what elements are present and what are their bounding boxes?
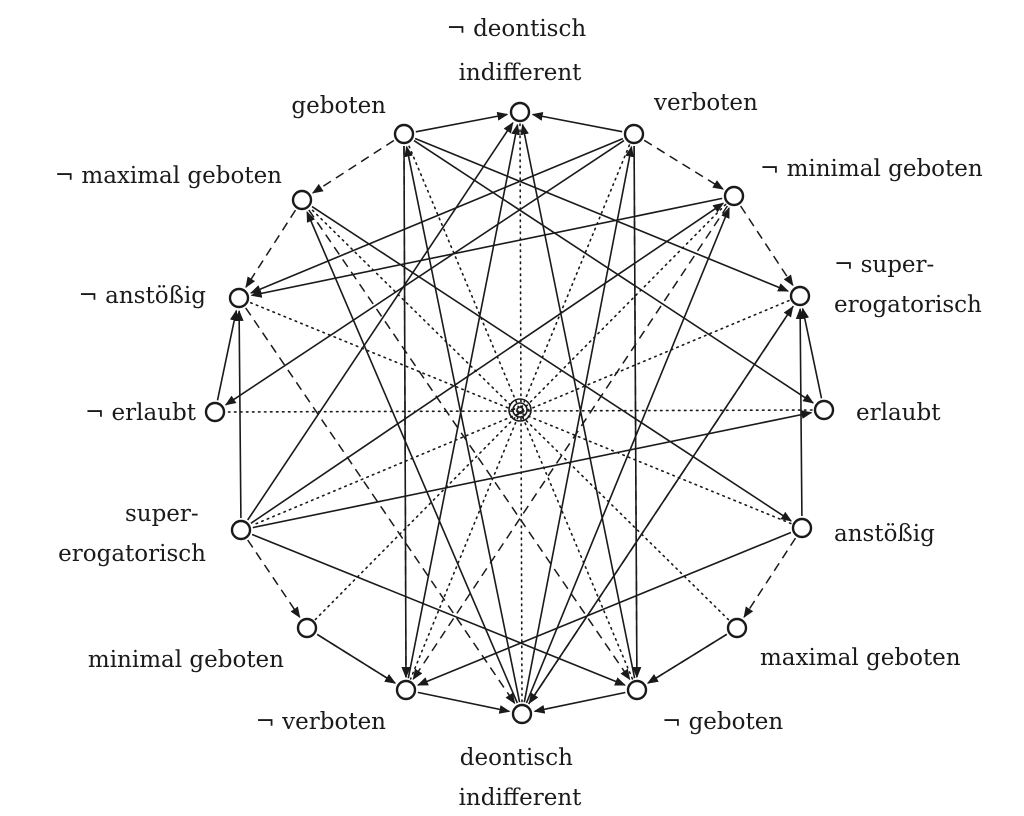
solid-edge-n14-n5 [311,205,793,522]
solid-edge-n2-n13 [250,197,723,298]
node-n1 [623,123,645,145]
solid-edge-n11-n2 [250,202,725,524]
dotted-edge-n2-n10 [314,203,727,621]
solid-edge-n8-n15 [404,145,521,703]
node-n3 [789,285,811,307]
label-n15: geboten [291,93,386,119]
dashed-edge-n13-n8 [245,307,516,705]
solid-edge-n5-n9 [416,531,792,686]
dotted-edge-n6-n14 [309,207,730,621]
nodes [204,101,835,725]
dashed-edge-n11-n10 [247,539,301,619]
node-n6 [726,617,748,639]
label-n14: ¬ maximal geboten [55,163,282,189]
label-n4: erlaubt [856,400,941,426]
dotted-edges [226,123,813,703]
label-n5: anstößig [834,521,935,547]
solid-edge-n1-n0 [531,112,623,133]
solid-edge-n11-n7 [251,533,626,686]
solid-edge-n15-n4 [413,139,815,404]
node-n12 [204,401,226,423]
center-point [508,398,532,422]
solid-edge-n11-n4 [252,410,813,529]
solid-edge-n8-n14 [306,210,519,704]
label-n6: maximal geboten [760,645,961,671]
solid-edge-n5-n3 [795,307,805,517]
node-n0 [509,101,531,123]
solid-edge-n8-n3 [527,305,794,705]
label-n12: ¬ erlaubt [85,400,197,426]
dashed-edge-n14-n13 [245,209,297,289]
node-n15 [393,123,415,145]
dotted-edge-n4-n12 [226,409,813,413]
dashed-edge-n1-n2 [643,139,724,190]
solid-edge-n10-n9 [316,633,396,684]
solid-edge-n7-n0 [520,123,636,679]
node-n14 [291,189,313,211]
dashed-edge-n2-n9 [412,205,729,681]
node-n10 [296,617,318,639]
node-n7 [626,679,648,701]
label-n13: ¬ anstößig [79,283,207,309]
node-n2 [723,185,745,207]
solid-edge-n7-n8 [533,691,626,714]
label-n7: ¬ geboten [662,709,783,735]
label-n8: deontisch indifferent [459,745,583,811]
dotted-edge-n3-n11 [251,299,790,527]
dashed-edges [245,139,797,705]
solid-arrow-edges [216,111,823,714]
solid-edge-n9-n0 [407,123,520,679]
solid-edge-n8-n1 [523,145,634,703]
labels: ¬ deontisch indifferent verboten ¬ minim… [55,16,983,811]
dotted-edge-n5-n13 [249,301,792,525]
solid-edge-n8-n2 [525,206,730,704]
solid-edge-n4-n3 [800,307,823,399]
solid-edge-n15-n9 [401,145,411,679]
solid-edge-n12-n13 [216,309,239,401]
label-n3: ¬ super- erogatorisch [834,252,982,318]
dotted-edge-n7-n15 [407,144,634,680]
node-n8 [511,703,533,725]
label-n9: ¬ verboten [256,709,387,735]
solid-edge-n15-n3 [414,137,790,292]
solid-edge-n11-n0 [247,121,514,521]
solid-edge-n11-n13 [234,309,244,519]
node-n4 [813,399,835,421]
dashed-edge-n2-n3 [739,205,794,287]
label-n1: verboten [653,90,758,116]
solid-edge-n9-n8 [417,691,511,714]
node-n11 [230,519,252,541]
dashed-edge-n15-n14 [311,139,395,194]
solid-edge-n1-n7 [632,145,642,679]
label-n0: ¬ deontisch indifferent [447,16,594,86]
dashed-edge-n5-n6 [743,537,797,619]
solid-edge-n6-n7 [647,633,728,684]
node-n13 [228,287,250,309]
label-n10: minimal geboten [88,647,284,673]
dashed-edge-n14-n7 [308,209,631,681]
node-n5 [791,517,813,539]
solid-edge-n1-n12 [224,139,625,406]
solid-edge-n1-n13 [249,137,624,294]
label-n11: super- erogatorisch [58,501,206,567]
label-n2: ¬ minimal geboten [760,156,983,182]
solid-edge-n15-n0 [415,111,509,133]
node-n9 [395,679,417,701]
